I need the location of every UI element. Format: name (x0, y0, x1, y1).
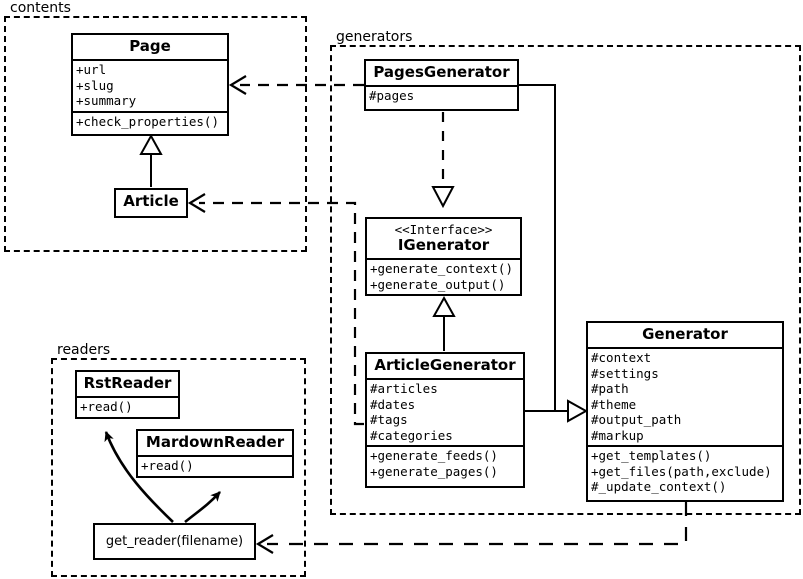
class-igenerator-methods: +generate_context() +generate_output() (367, 258, 520, 294)
class-page-title: Page (129, 37, 171, 55)
attribute-row: #settings (591, 365, 659, 381)
class-pagesgenerator-attributes: #pages (366, 85, 517, 106)
class-box-articlegenerator[interactable]: ArticleGenerator #articles #dates #tags … (365, 352, 525, 488)
function-box-get-reader[interactable]: get_reader(filename) (93, 523, 256, 560)
class-page-methods: +check_properties() (73, 110, 227, 132)
edge-articlegenerator-to-article (187, 193, 364, 426)
edge-pagesgenerator-to-page (228, 75, 364, 95)
class-rstreader-methods: +read() (77, 396, 178, 417)
class-articlegenerator-attributes: #articles #dates #tags #categories (367, 378, 523, 445)
class-box-generator[interactable]: Generator #context #settings #path #them… (586, 321, 784, 502)
package-contents (4, 16, 307, 252)
class-rstreader-title: RstReader (83, 374, 172, 392)
class-igenerator-stereotype: <<Interface>> (394, 222, 493, 237)
package-readers (51, 358, 306, 577)
method-row: +generate_output() (370, 276, 506, 292)
class-box-pagesgenerator[interactable]: PagesGenerator #pages (364, 59, 519, 111)
attribute-row: #tags (370, 412, 408, 427)
method-row: +generate_context() (370, 261, 513, 276)
attribute-row: #path (591, 381, 629, 396)
attribute-row: +summary (76, 93, 137, 108)
class-generator-attributes: #context #settings #path #theme #output_… (588, 347, 782, 445)
class-article-title: Article (123, 192, 179, 210)
class-box-igenerator[interactable]: <<Interface>> IGenerator +generate_conte… (365, 217, 522, 296)
attribute-row: #pages (369, 88, 415, 103)
edge-generator-to-getreader (255, 502, 688, 554)
class-box-rstreader[interactable]: RstReader +read() (75, 370, 180, 419)
class-generator-methods: +get_templates() +get_files(path,exclude… (588, 445, 782, 497)
edge-pagesgenerator-to-igenerator (431, 112, 455, 209)
class-mardownreader-title: MardownReader (145, 433, 285, 451)
attribute-row: #categories (370, 427, 453, 443)
class-box-mardownreader[interactable]: MardownReader +read() (136, 429, 294, 478)
attribute-row: #dates (370, 396, 416, 412)
class-articlegenerator-title: ArticleGenerator (374, 356, 516, 374)
edge-articlegenerator-to-generator (525, 399, 589, 423)
method-row: +check_properties() (76, 113, 219, 129)
method-row: +get_files(path,exclude) (591, 463, 772, 479)
method-row: +get_templates() (591, 448, 712, 463)
class-mardownreader-methods: +read() (138, 455, 292, 476)
attribute-row: #markup (591, 427, 644, 443)
package-generators-label: generators (334, 29, 415, 45)
attribute-row: #articles (370, 381, 438, 396)
attribute-row: +slug (76, 77, 114, 93)
attribute-row: +url (76, 62, 107, 77)
edge-getreader-to-mardownreader (184, 491, 221, 524)
package-generators (330, 45, 801, 515)
attribute-row: #output_path (591, 412, 682, 427)
class-articlegenerator-methods: +generate_feeds() +generate_pages() (367, 445, 523, 481)
edge-article-to-page (139, 133, 163, 187)
package-contents-label: contents (8, 0, 73, 16)
method-row: +generate_feeds() (370, 448, 498, 463)
class-igenerator-name: IGenerator (397, 236, 490, 254)
method-row: #_update_context() (591, 479, 727, 494)
class-box-page[interactable]: Page +url +slug +summary +check_properti… (71, 33, 229, 136)
class-pagesgenerator-title: PagesGenerator (373, 63, 510, 81)
class-page-attributes: +url +slug +summary (73, 59, 227, 111)
class-igenerator-title: <<Interface>> IGenerator (367, 219, 520, 258)
package-readers-label: readers (55, 342, 113, 358)
class-box-article[interactable]: Article (114, 188, 188, 218)
method-row: +read() (141, 458, 194, 473)
class-generator-title: Generator (642, 325, 728, 343)
attribute-row: #context (591, 350, 652, 365)
method-row: +read() (80, 399, 133, 414)
edge-getreader-to-rstreader (104, 431, 174, 523)
attribute-row: #theme (591, 396, 637, 412)
edge-articlegenerator-to-igenerator (432, 295, 456, 351)
method-row: +generate_pages() (370, 463, 498, 479)
